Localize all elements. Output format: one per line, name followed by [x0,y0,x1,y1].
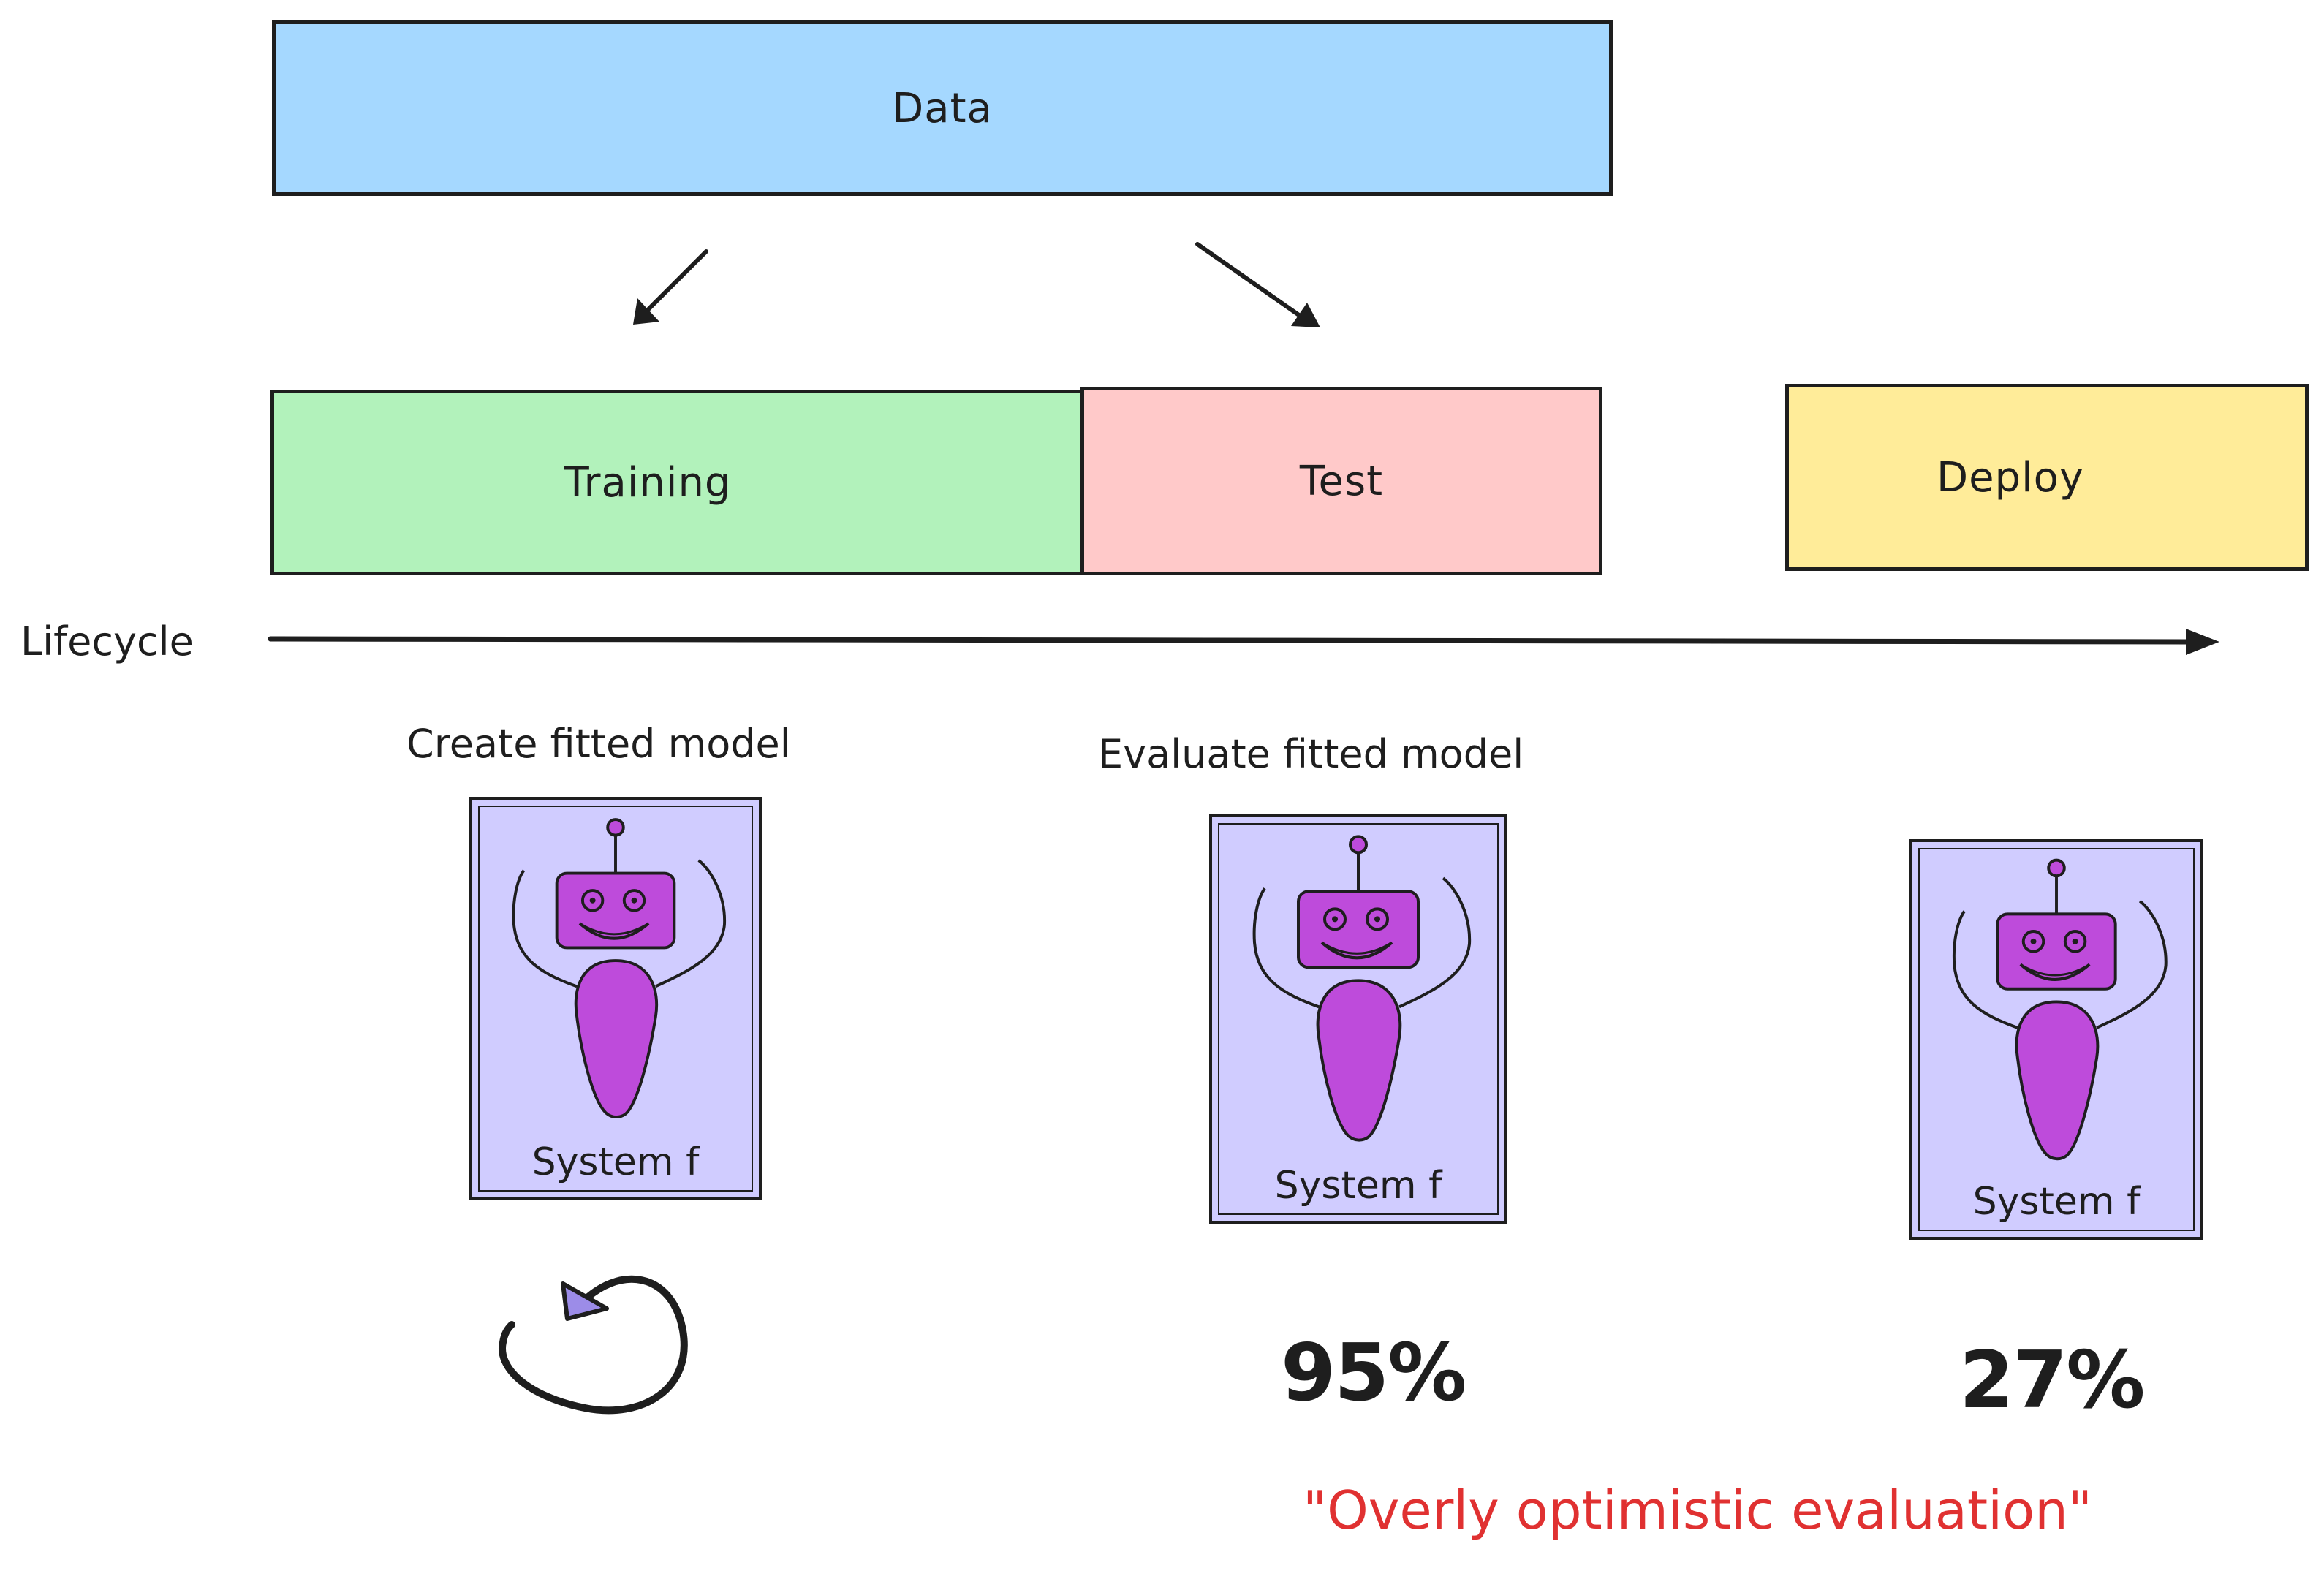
robot-icon [1252,835,1472,1142]
lifecycle-arrow [268,629,2219,655]
system-card-training: System f [469,797,762,1200]
system-card-training-label: System f [531,1140,700,1184]
overly-optimistic-note: "Overly optimistic evaluation" [1303,1480,2092,1541]
test-box: Test [1080,387,1602,575]
data-box-label: Data [892,84,993,132]
deploy-box: Deploy [1785,384,2309,571]
training-box: Training [270,390,1083,575]
create-model-caption: Create fitted model [406,721,791,767]
training-loop-icon [499,1275,688,1415]
lifecycle-label: Lifecycle [20,618,194,664]
training-box-label: Training [564,458,732,507]
system-card-deploy-label: System f [1972,1180,2141,1224]
system-card-test: System f [1209,814,1507,1224]
robot-icon [512,818,726,1118]
deploy-box-label: Deploy [1936,453,2085,501]
deploy-accuracy-value: 27% [1959,1335,2146,1426]
data-to-training-arrow [633,249,708,325]
system-card-deploy: System f [1909,839,2203,1240]
evaluate-model-caption: Evaluate fitted model [1098,731,1524,777]
data-to-test-arrow [1195,242,1320,327]
data-box: Data [272,20,1613,196]
robot-icon [1952,858,2168,1161]
test-accuracy-value: 95% [1281,1328,1467,1419]
system-card-test-label: System f [1274,1164,1442,1208]
test-box-label: Test [1299,457,1384,505]
